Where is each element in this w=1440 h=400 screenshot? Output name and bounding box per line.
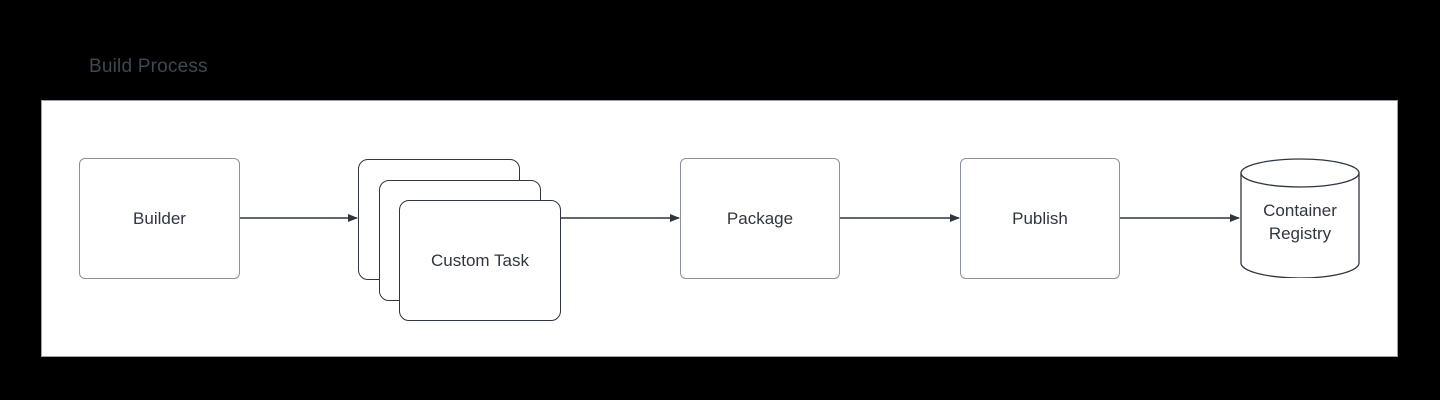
node-container-registry-label-line1: Container: [1263, 201, 1337, 220]
cylinder-top-ellipse: [1240, 158, 1360, 188]
node-custom-task-card-front[interactable]: Custom Task: [399, 200, 561, 321]
node-container-registry-label-line2: Registry: [1268, 224, 1332, 243]
node-builder-label: Builder: [133, 208, 186, 228]
node-publish-label: Publish: [1012, 208, 1068, 228]
node-builder[interactable]: Builder: [79, 158, 240, 279]
node-custom-task-stack[interactable]: Custom Task Custom Task Custom Task: [358, 159, 562, 322]
node-custom-task-label: Custom Task: [431, 250, 529, 270]
node-package-label: Package: [726, 208, 794, 228]
node-container-registry-label-group: Container Registry: [1240, 158, 1360, 278]
node-container-registry[interactable]: Container Registry: [1240, 158, 1360, 278]
group-title-build-process: Build Process: [89, 56, 208, 77]
node-package[interactable]: Package: [680, 158, 840, 279]
node-publish[interactable]: Publish: [960, 158, 1120, 279]
